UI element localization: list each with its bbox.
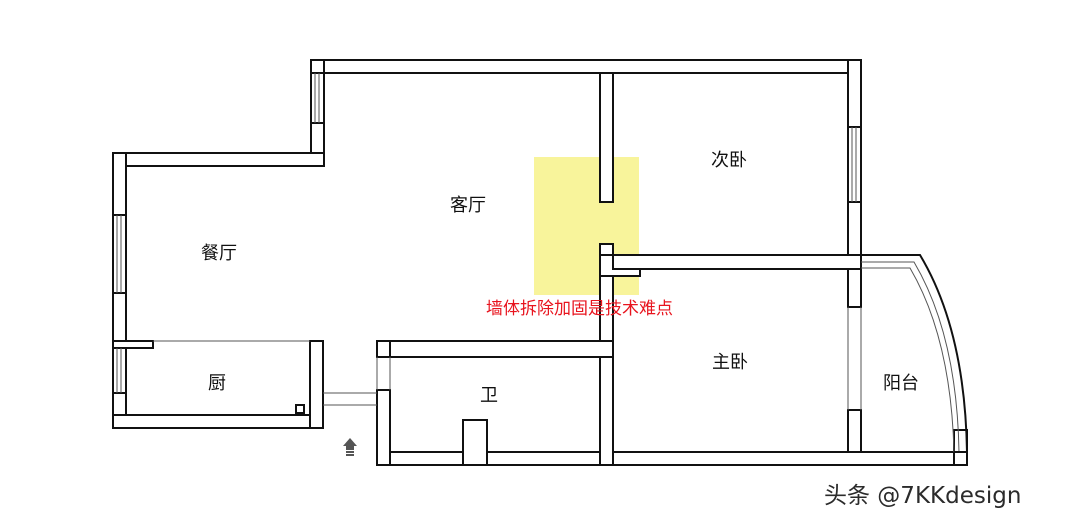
room-label-master-bedroom: 主卧 (712, 352, 748, 373)
up-arrow-icon (343, 438, 357, 456)
room-label-balcony: 阳台 (883, 373, 919, 394)
balcony-structure (861, 254, 968, 453)
room-label-living-room: 客厅 (450, 195, 486, 216)
watermark: 头条 @7KKdesign (824, 483, 1021, 509)
room-label-kitchen: 厨 (208, 373, 226, 394)
room-label-dining-room: 餐厅 (201, 243, 237, 264)
room-label-second-bedroom: 次卧 (711, 150, 747, 171)
interior-walls (112, 72, 862, 466)
room-label-bathroom: 卫 (480, 385, 498, 406)
windows (112, 72, 862, 414)
wall-removal-note: 墙体拆除加固是技术难点 (486, 299, 673, 319)
